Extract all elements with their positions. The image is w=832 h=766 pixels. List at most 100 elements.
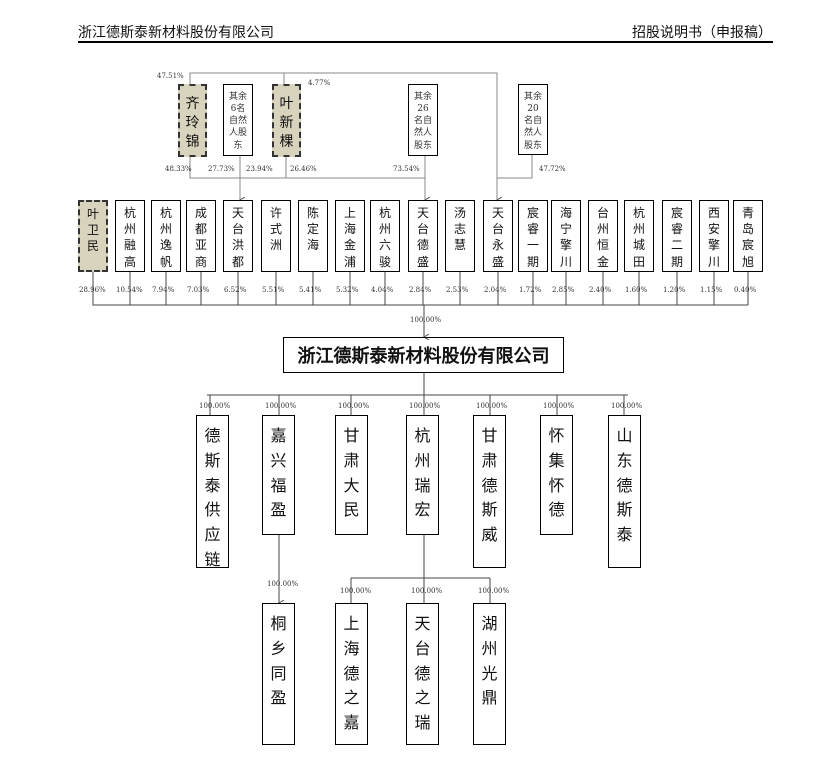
shareholder-box: 杭州六骏 <box>370 200 400 272</box>
shareholder-box-label: 天台洪都 <box>231 206 244 269</box>
shareholder-box-label: 上海金浦 <box>343 206 356 269</box>
shareholder-box: 宸睿二期 <box>662 200 692 272</box>
subsidiary-box-label: 甘肃大民 <box>343 426 360 520</box>
issuer-company-box: 浙江德斯泰新材料股份有限公司 <box>283 337 564 373</box>
shareholder-box: 汤志慧 <box>445 200 475 272</box>
shareholder-pct: 2.53% <box>446 286 469 294</box>
shareholder-box: 青岛宸旭 <box>733 200 763 272</box>
subsidiary-box: 甘肃德斯威 <box>473 415 506 568</box>
shareholder-pct: 28.96% <box>79 286 106 294</box>
upper-holder-box-label: 其余26名自然人股东 <box>413 92 432 151</box>
subsidiary-box-label: 杭州瑞宏 <box>414 426 431 520</box>
shareholder-box: 上海金浦 <box>335 200 365 272</box>
shareholder-pct: 6.52% <box>224 286 247 294</box>
shareholder-box: 西安擎川 <box>699 200 729 272</box>
sub-subsidiary-box: 湖州光鼎 <box>473 603 506 745</box>
shareholder-box: 叶卫民 <box>78 200 108 272</box>
shareholder-box-label: 青岛宸旭 <box>741 206 754 269</box>
shareholder-pct: 1.60% <box>625 286 648 294</box>
shareholder-box-label: 许式洲 <box>269 206 282 253</box>
shareholder-pct: 1.15% <box>700 286 723 294</box>
shareholder-box: 杭州城田 <box>624 200 654 272</box>
subsidiary-box-label: 怀集怀德 <box>548 426 565 520</box>
sub-subsidiary-box-label: 天台德之瑞 <box>414 614 431 733</box>
shareholder-box: 陈定海 <box>298 200 328 272</box>
shareholder-box-label: 叶卫民 <box>86 207 99 254</box>
upper-holding-pct: 47.51% <box>157 72 184 80</box>
upper-holder-box: 齐玲锦 <box>178 84 207 157</box>
shareholder-box-label: 杭州逸帆 <box>159 206 172 269</box>
sub-subsidiary-box-label: 上海德之嘉 <box>343 614 360 733</box>
upper-holding-pct: 4.77% <box>308 79 331 87</box>
upper-holding-pct: 27.73% <box>208 165 235 173</box>
shareholder-box: 天台洪都 <box>223 200 253 272</box>
subsidiary-box-label: 山东德斯泰 <box>616 426 633 545</box>
shareholder-box-label: 台州恒金 <box>596 206 609 269</box>
shareholder-box-label: 杭州六骏 <box>378 206 391 269</box>
upper-holder-box-label: 其余20名自然人股东 <box>523 92 542 151</box>
subsidiary-pct: 100.00% <box>338 402 370 410</box>
shareholder-box-label: 杭州城田 <box>632 206 645 269</box>
shareholder-box: 天台德盛 <box>408 200 438 272</box>
subsidiary-box: 嘉兴福盈 <box>262 415 295 535</box>
upper-holder-box-label: 叶新棵 <box>279 96 294 150</box>
shareholder-pct: 2.84% <box>409 286 432 294</box>
subsidiary-pct: 100.00% <box>476 402 508 410</box>
shareholder-pct: 1.20% <box>663 286 686 294</box>
shareholder-box: 杭州融高 <box>115 200 145 272</box>
upper-holder-box: 叶新棵 <box>272 84 301 157</box>
shareholder-box-label: 宸睿二期 <box>670 206 683 269</box>
sub-subsidiary-box-label: 湖州光鼎 <box>481 614 498 708</box>
shareholder-box-label: 海宁擎川 <box>559 206 572 269</box>
upper-holder-box: 其余26名自然人股东 <box>408 84 438 156</box>
shareholder-pct: 5.51% <box>262 286 285 294</box>
upper-holder-box: 其余20名自然人股东 <box>518 84 548 155</box>
subsidiary-pct: 100.00% <box>543 402 575 410</box>
header-doc-title: 招股说明书（申报稿） <box>632 25 772 41</box>
shareholder-pct: 1.72% <box>519 286 542 294</box>
sub-subsidiary-pct: 100.00% <box>411 587 443 595</box>
shareholder-pct: 10.54% <box>116 286 143 294</box>
sub-subsidiary-pct: 100.00% <box>340 587 372 595</box>
subsidiary-box: 山东德斯泰 <box>608 415 641 568</box>
issuer-company-name: 浙江德斯泰新材料股份有限公司 <box>297 346 550 367</box>
shareholder-pct: 7.03% <box>187 286 210 294</box>
shareholder-box-label: 天台德盛 <box>416 206 429 269</box>
upper-holder-box: 其余6名自然人股东 <box>223 84 253 156</box>
subsidiary-pct: 100.00% <box>199 402 231 410</box>
shareholder-pct: 2.85% <box>552 286 575 294</box>
subsidiary-pct: 100.00% <box>265 402 297 410</box>
shareholder-pct: 5.32% <box>336 286 359 294</box>
shareholder-box-label: 宸睿一期 <box>526 206 539 269</box>
subsidiary-box-label: 德斯泰供应链 <box>204 426 221 569</box>
subsidiary-pct: 100.00% <box>409 402 441 410</box>
shareholder-pct: 0.40% <box>734 286 757 294</box>
shareholder-pct: 5.41% <box>299 286 322 294</box>
subsidiary-pct: 100.00% <box>611 402 643 410</box>
upper-holder-box-label: 其余6名自然人股东 <box>228 92 247 151</box>
upper-holding-pct: 73.54% <box>393 165 420 173</box>
shareholder-box-label: 汤志慧 <box>453 206 466 253</box>
shareholder-box: 许式洲 <box>261 200 291 272</box>
shareholder-box-label: 成都亚商 <box>194 206 207 269</box>
shareholder-pct: 4.04% <box>371 286 394 294</box>
subsidiary-box-label: 嘉兴福盈 <box>270 426 287 520</box>
shareholder-box-label: 杭州融高 <box>123 206 136 269</box>
shareholder-box: 台州恒金 <box>588 200 618 272</box>
issuer-pct: 100.00% <box>410 316 442 324</box>
shareholder-box-label: 天台永盛 <box>491 206 504 269</box>
sub-subsidiary-pct: 100.00% <box>267 580 299 588</box>
upper-holder-box-label: 齐玲锦 <box>185 96 200 150</box>
shareholder-box-label: 西安擎川 <box>707 206 720 269</box>
shareholder-box: 成都亚商 <box>186 200 216 272</box>
shareholder-box: 天台永盛 <box>483 200 513 272</box>
shareholder-pct: 2.40% <box>589 286 612 294</box>
sub-subsidiary-box: 天台德之瑞 <box>406 603 439 745</box>
subsidiary-box: 甘肃大民 <box>335 415 368 535</box>
sub-subsidiary-box-label: 桐乡同盈 <box>270 614 287 708</box>
upper-holding-pct: 23.94% <box>246 165 273 173</box>
shareholder-pct: 7.94% <box>152 286 175 294</box>
header-divider <box>78 41 773 43</box>
